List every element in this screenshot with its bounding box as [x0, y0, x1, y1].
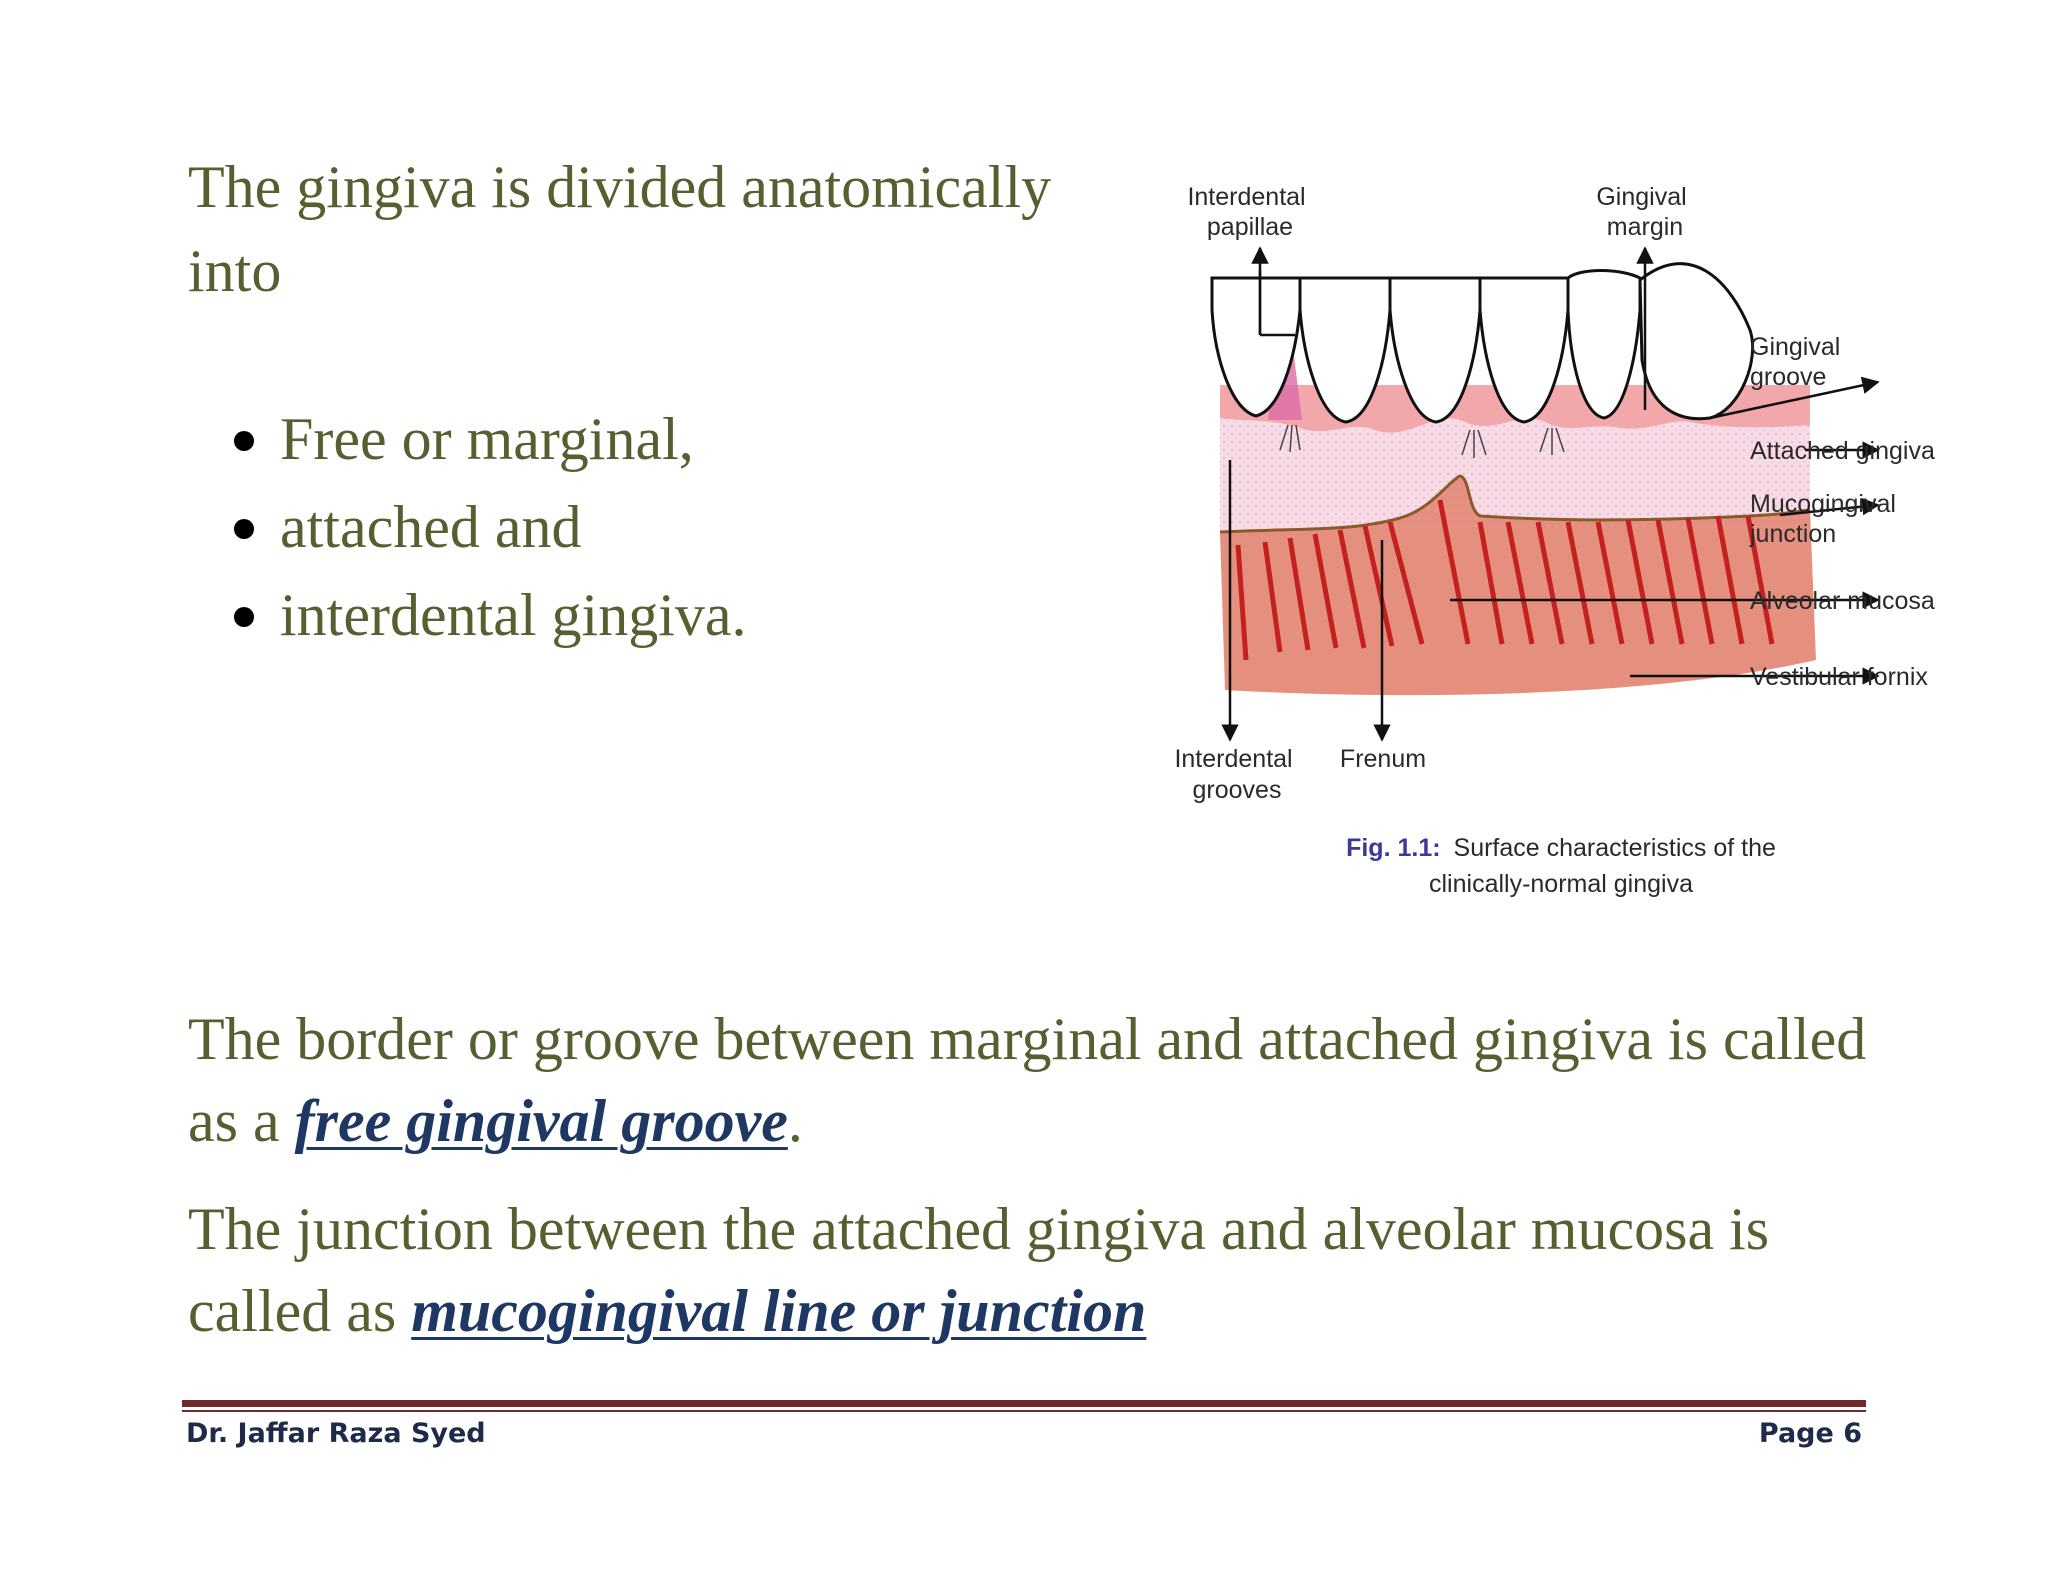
vessel-lines — [1235, 499, 1775, 661]
tooth — [1638, 262, 1755, 421]
term-free-gingival-groove: free gingival groove — [294, 1088, 788, 1154]
intro-text: The gingiva is divided anatomically into — [188, 154, 1052, 304]
paragraph-mucogingival-junction: The junction between the attached gingiv… — [188, 1196, 1770, 1344]
tooth — [1210, 276, 1302, 418]
bullet-icon — [234, 431, 254, 451]
tooth — [1478, 276, 1570, 424]
footer-author: Dr. Jaffar Raza Syed — [186, 1418, 486, 1449]
figure-caption-line2: clinically-normal gingiva — [1429, 870, 1693, 898]
interdental-groove-marks — [1279, 424, 1565, 458]
label-vestibular-fornix: Vestibular fornix — [1750, 663, 1928, 691]
figure-caption: Fig. 1.1: Surface characteristics of the — [1346, 834, 1776, 862]
list-item: interdental gingiva. — [232, 571, 747, 659]
bullet-icon — [234, 519, 254, 539]
label-mucogingival-junction: Mucogingival junction — [1749, 490, 1903, 548]
footer-divider — [182, 1400, 1866, 1407]
tooth — [1566, 269, 1642, 420]
tooth — [1388, 276, 1482, 424]
gingiva-division-list: Free or marginal, attached and interdent… — [232, 395, 747, 659]
label-frenum: Frenum — [1340, 745, 1426, 773]
footer-page-number: Page 6 — [1758, 1418, 1862, 1449]
label-gingival-margin: Gingival margin — [1596, 183, 1693, 241]
teeth — [1210, 262, 1755, 424]
term-mucogingival-junction: mucogingival line or junction — [411, 1278, 1147, 1344]
label-alveolar-mucosa: Alveolar mucosa — [1750, 587, 1935, 615]
label-gingival-groove: Gingival groove — [1750, 333, 1847, 391]
list-item: attached and — [232, 483, 747, 571]
label-interdental-papillae: Interdental papillae — [1187, 183, 1312, 241]
label-interdental-grooves: Interdental grooves — [1174, 745, 1299, 804]
gingiva-figure: Interdental papillae Gingival margin Int… — [1150, 160, 2000, 920]
label-attached-gingiva: Attached gingiva — [1750, 437, 1935, 465]
gingiva-diagram: Interdental papillae Gingival margin Int… — [1174, 183, 1935, 898]
tooth — [1298, 276, 1392, 424]
bullet-icon — [234, 607, 254, 627]
paragraph-free-gingival-groove: The border or groove between marginal an… — [188, 1006, 1867, 1154]
list-item: Free or marginal, — [232, 395, 747, 483]
footer-divider-thin — [182, 1410, 1866, 1412]
label-arrows — [1221, 246, 1880, 742]
